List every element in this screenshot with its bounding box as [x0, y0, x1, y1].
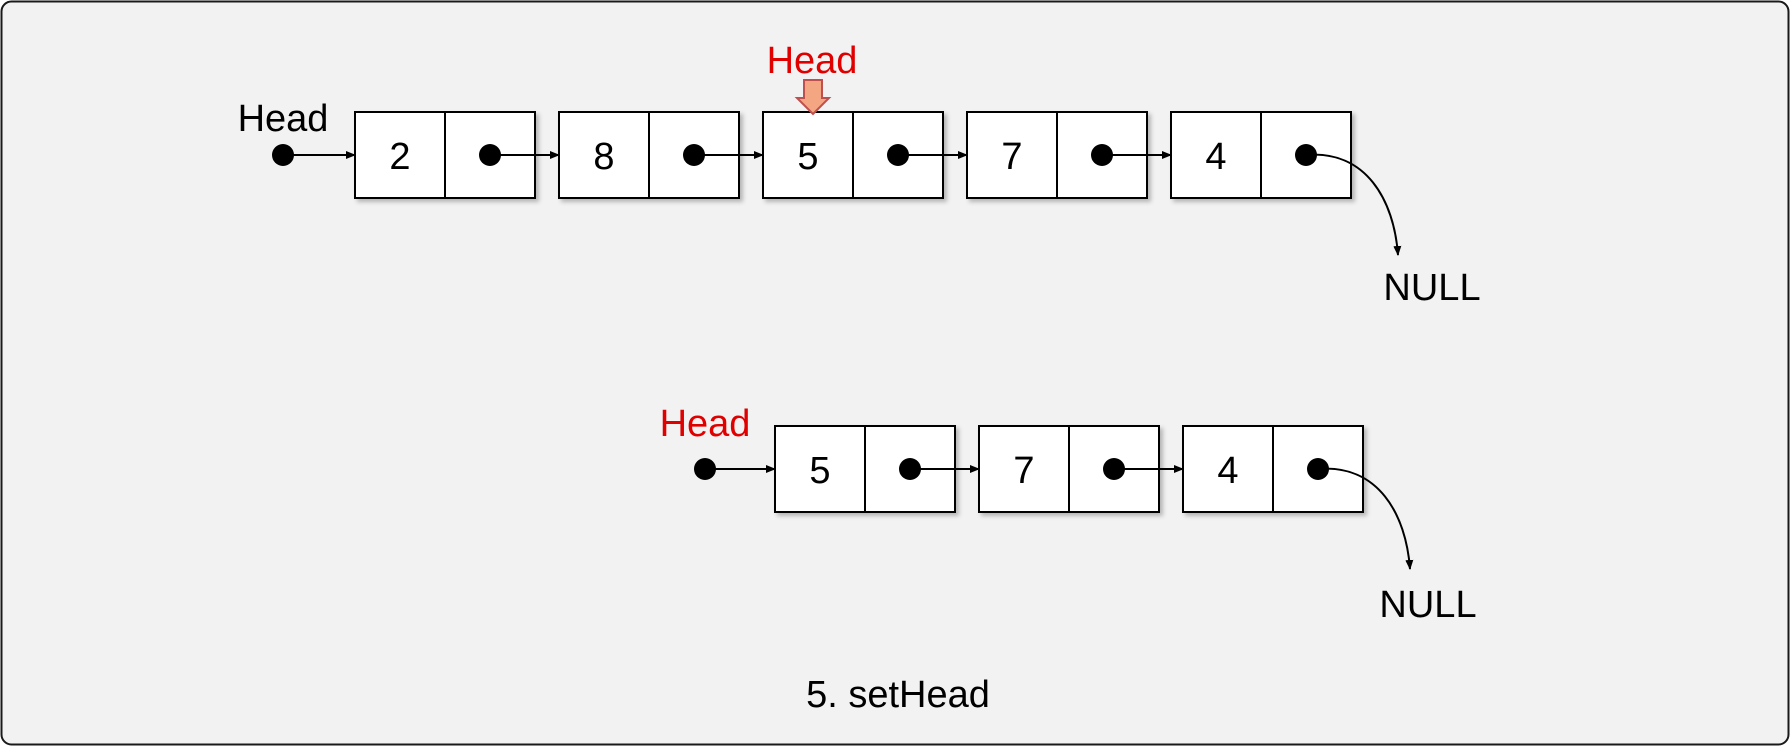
- list-node: 4: [1182, 425, 1414, 570]
- node-value: 2: [389, 136, 410, 178]
- node-value: 4: [1217, 450, 1238, 492]
- caption: 5. setHead: [806, 674, 990, 716]
- null-pointer-arrow: [1305, 153, 1402, 256]
- list-node: 2: [354, 111, 560, 199]
- head-label: Head: [660, 403, 751, 445]
- list-node: 7: [978, 425, 1184, 513]
- list-node: 5: [774, 425, 980, 513]
- node-value: 4: [1205, 136, 1226, 178]
- node-value: 5: [809, 450, 830, 492]
- null-label: NULL: [1379, 584, 1476, 626]
- node-value: 7: [1001, 136, 1022, 178]
- node-value: 7: [1013, 450, 1034, 492]
- down-arrow-icon: [794, 79, 832, 116]
- node-value: 5: [797, 136, 818, 178]
- head-label: Head: [238, 98, 329, 140]
- null-pointer-arrow: [1317, 467, 1414, 570]
- new-head-label: Head: [767, 40, 858, 82]
- list-node: 7: [966, 111, 1172, 199]
- node-value: 8: [593, 136, 614, 178]
- null-label: NULL: [1383, 267, 1480, 309]
- list-node: 8: [558, 111, 764, 199]
- list-node: 5: [762, 111, 968, 199]
- list-node: 4: [1170, 111, 1402, 256]
